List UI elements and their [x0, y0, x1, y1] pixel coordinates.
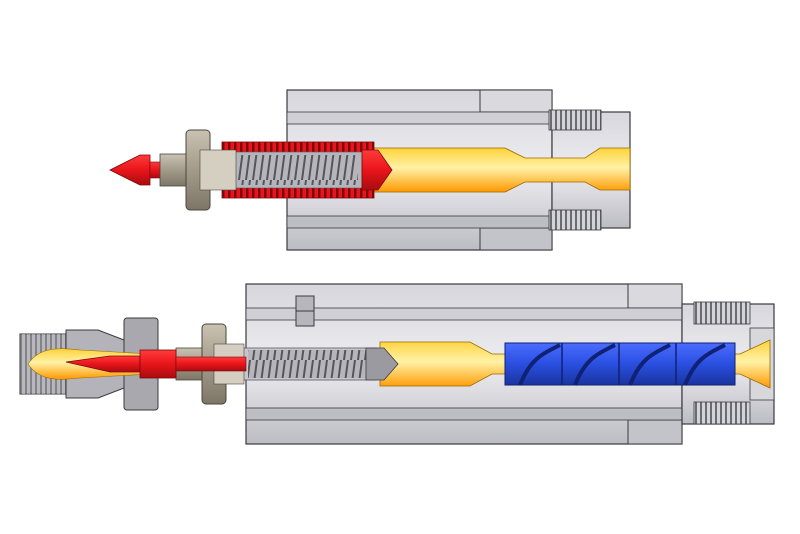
lower-nozzle-assembly	[19, 283, 775, 445]
upper-melt-channel	[369, 147, 631, 193]
spring-coil-icon	[248, 350, 368, 378]
upper-heater-band	[221, 141, 393, 199]
thread-icon	[693, 301, 751, 325]
lower-heated-tip	[65, 349, 247, 379]
lower-spring-section	[237, 347, 399, 381]
upper-nozzle-assembly	[109, 89, 631, 251]
spring-coil-icon	[238, 155, 358, 185]
thread-icon	[548, 109, 602, 131]
thread-icon	[548, 209, 602, 231]
upper-tip-fitting	[159, 129, 237, 211]
static-mixer-icon	[504, 342, 736, 386]
thread-icon	[693, 401, 751, 425]
